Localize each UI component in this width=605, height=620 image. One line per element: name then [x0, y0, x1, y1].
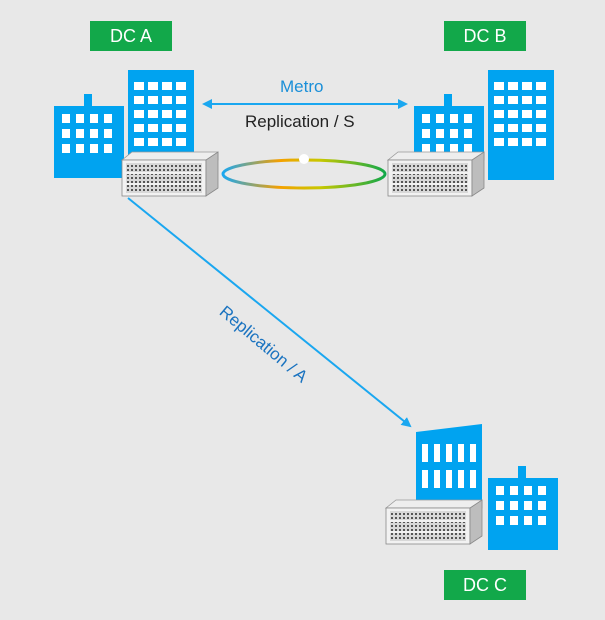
sync-replication-label: Replication / S: [245, 112, 355, 131]
building-icon: [416, 424, 482, 520]
dc-a-site: [54, 70, 219, 197]
storage-array-icon: [385, 499, 483, 545]
dc-a-label: DC A: [90, 21, 172, 51]
dc-c-site: [385, 424, 558, 550]
storage-array-icon: [121, 151, 219, 197]
dc-c-label: DC C: [444, 570, 526, 600]
async-replication-arrow: [127, 197, 412, 428]
metro-label: Metro: [280, 77, 324, 96]
building-icon: [488, 466, 558, 550]
dc-b-label: DC B: [444, 21, 526, 51]
building-icon: [488, 70, 554, 180]
replication-ring-icon: [221, 154, 387, 190]
storage-array-icon: [387, 151, 485, 197]
building-icon: [54, 94, 124, 178]
dc-b-site: [387, 70, 554, 197]
